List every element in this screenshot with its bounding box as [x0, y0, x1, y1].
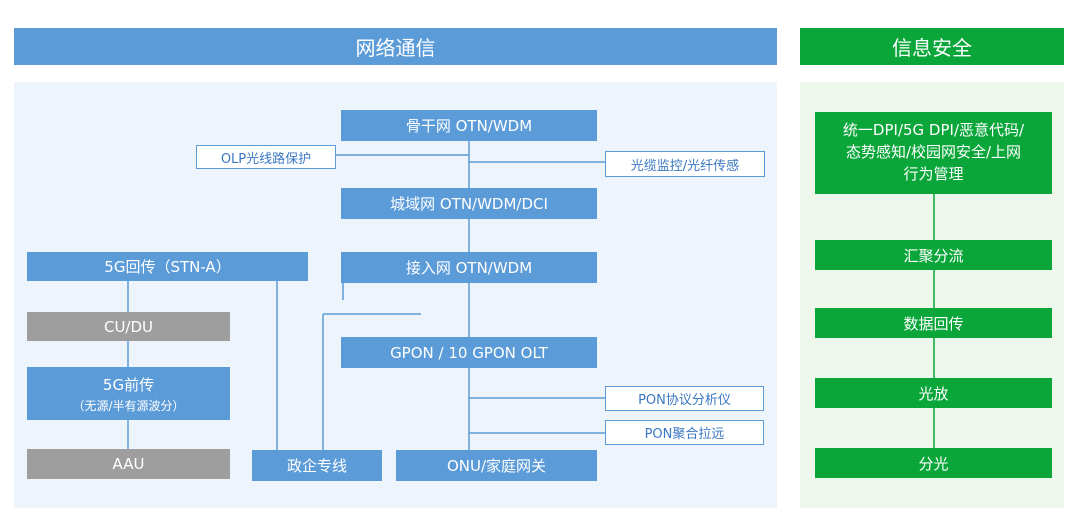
gpon-box: GPON / 10 GPON OLT [341, 337, 597, 368]
olp-box: OLP光线路保护 [196, 145, 336, 169]
onu-box: ONU/家庭网关 [396, 450, 597, 481]
amplifier-box: 光放 [815, 378, 1052, 408]
data-backhaul-box: 数据回传 [815, 308, 1052, 338]
gov-line-box: 政企专线 [252, 450, 382, 481]
fronthaul-5g-box: 5G前传 （无源/半有源波分） [27, 367, 230, 420]
cu-du-box: CU/DU [27, 312, 230, 341]
fronthaul-note: （无源/半有源波分） [72, 398, 185, 413]
metro-box: 城域网 OTN/WDM/DCI [341, 188, 597, 219]
fronthaul-label: 5G前传 [102, 375, 155, 394]
pon-remote-box: PON聚合拉远 [605, 420, 764, 445]
backhaul-5g-box: 5G回传（STN-A） [27, 252, 308, 281]
fiber-monitor-box: 光缆监控/光纤传感 [605, 151, 765, 177]
dpi-line-3: 行为管理 [903, 164, 964, 183]
backbone-box: 骨干网 OTN/WDM [341, 110, 597, 141]
access-box: 接入网 OTN/WDM [341, 252, 597, 283]
network-communication-header: 网络通信 [14, 28, 777, 65]
aau-box: AAU [27, 449, 230, 479]
pon-analyzer-box: PON协议分析仪 [605, 386, 764, 411]
dpi-line-2: 态势感知/校园网安全/上网 [845, 143, 1022, 162]
aggregation-box: 汇聚分流 [815, 240, 1052, 270]
information-security-header: 信息安全 [800, 28, 1064, 65]
dpi-box: 统一DPI/5G DPI/恶意代码/ 态势感知/校园网安全/上网 行为管理 [815, 112, 1052, 194]
dpi-line-1: 统一DPI/5G DPI/恶意代码/ [842, 121, 1025, 140]
splitter-box: 分光 [815, 448, 1052, 478]
